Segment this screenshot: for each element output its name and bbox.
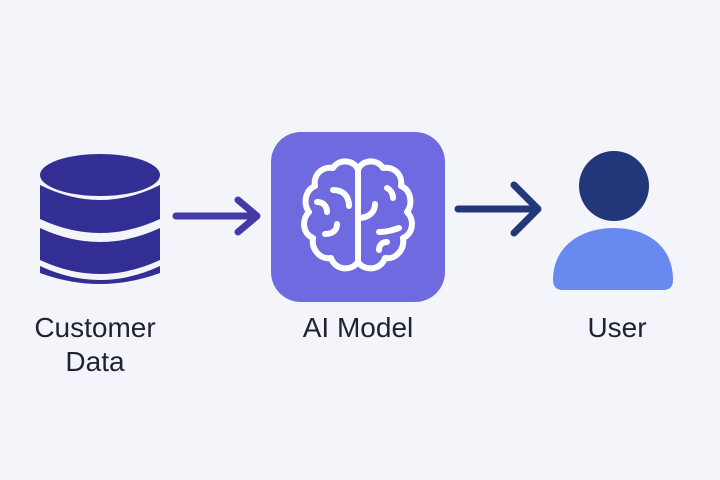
customer-data-label-line1: Customer [34, 312, 156, 343]
ai-model-label: AI Model [302, 312, 414, 343]
customer-data-label-line2: Data [65, 346, 125, 377]
ai-model-node [271, 132, 445, 302]
brain-icon [301, 158, 415, 272]
database-icon [40, 154, 160, 284]
arrow-right-icon [172, 196, 261, 236]
user-label: User [587, 312, 647, 343]
arrow-right-icon [454, 181, 542, 237]
customer-data-label: Customer Data [5, 311, 185, 379]
user-icon [553, 151, 673, 290]
